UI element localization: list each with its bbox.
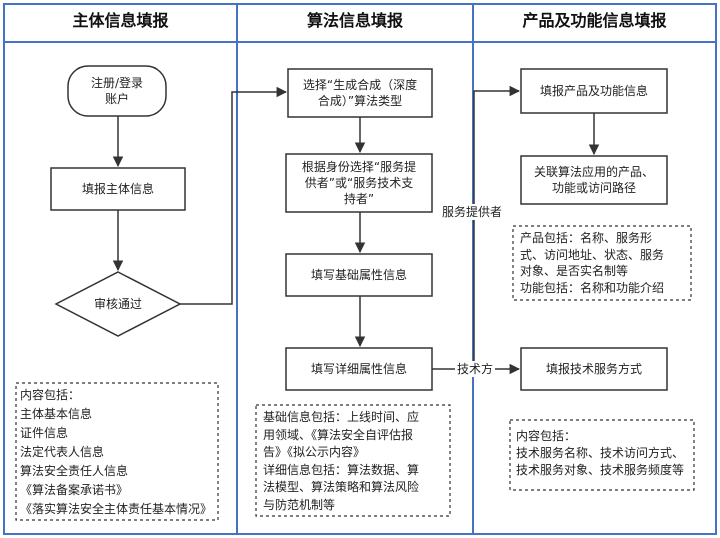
fill-product-node: 填报产品及功能信息: [539, 84, 648, 98]
product-note-line: 式、访问地址、状态、服务: [520, 247, 665, 262]
fill-basic-node: 填写基础属性信息: [310, 268, 407, 282]
link-product-box: [520, 155, 668, 205]
algorithm-note: 基础信息包括：上线时间、应 用领域、《算法安全自评估报 告》《拟公示内容》 详细…: [258, 409, 450, 515]
subject-note-line: 主体基本信息: [20, 407, 93, 421]
link-product-node: 关联算法应用的产品、 功能或访问路径: [533, 165, 654, 195]
lane-title-algorithm: 算法信息填报: [306, 11, 403, 30]
subject-note-line: 内容包括：: [20, 388, 81, 402]
choose-identity-node: 根据身份选择“服务提 供者”或“服务技术支 持者”: [301, 160, 417, 206]
edge-label-tech: 技术方: [455, 361, 496, 377]
lane-title-product: 产品及功能信息填报: [522, 11, 667, 30]
fill-basic-box: [285, 253, 433, 297]
subject-note-line: 法定代表人信息: [20, 445, 105, 459]
choose-type-box: [287, 68, 433, 118]
algorithm-note-line: 与防范机制等: [263, 497, 336, 512]
review-diamond: [54, 271, 182, 337]
fill-detail-node: 填写详细属性信息: [310, 362, 407, 376]
review-node: 审核通过: [93, 297, 142, 311]
algorithm-note-line: 基础信息包括：上线时间、应: [263, 410, 420, 424]
tech-note-line: 技术服务对象、技术服务频度等: [516, 463, 685, 477]
subject-note-line: 《落实算法安全主体责任基本情况》: [20, 502, 213, 516]
fill-tech-node: 填报技术服务方式: [545, 362, 642, 376]
algorithm-note-line: 详细信息包括：算法数据、算: [263, 462, 420, 477]
register-node: 注册/登录 账户: [90, 76, 144, 106]
register-terminator-shape: [67, 65, 167, 117]
tech-note-frame: [509, 419, 695, 491]
subject-note-line: 算法安全责任人信息: [20, 464, 129, 478]
choose-identity-box: [285, 153, 433, 213]
fill-product-box: [520, 68, 668, 114]
choose-type-node: 选择“生成合成（深度 合成）”算法类型: [302, 78, 418, 108]
subject-note-line: 证件信息: [20, 426, 69, 440]
algorithm-note-line: 法模型、算法策略和算法风险: [263, 480, 420, 494]
fill-tech-box: [520, 347, 668, 391]
product-note-line: 产品包括：名称、服务形: [520, 231, 653, 245]
arrow-review-to-choose-type: [180, 86, 288, 305]
product-note: 产品包括：名称、服务形 式、访问地址、状态、服务 对象、是否实名制等 功能包括：…: [515, 230, 691, 300]
product-note-line: 功能包括：名称和功能介绍: [520, 280, 665, 295]
edge-label-provider: 服务提供者: [440, 204, 505, 220]
tech-note-line: 内容包括：: [516, 429, 577, 443]
product-note-line: 对象、是否实名制等: [520, 264, 629, 278]
arrow-detail-to-product: [432, 85, 521, 370]
tech-note-line: 技术服务名称、技术访问方式、: [516, 446, 685, 460]
lane-title-subject: 主体信息填报: [72, 11, 169, 30]
algorithm-note-line: 告》《拟公示内容》: [263, 445, 366, 459]
fill-subject-node: 填报主体信息: [81, 182, 154, 196]
subject-note: 内容包括： 主体基本信息 证件信息 法定代表人信息 算法安全责任人信息 《算法备…: [16, 385, 218, 519]
subject-note-line: 《算法备案承诺书》: [20, 483, 129, 497]
tech-note: 内容包括： 技术服务名称、技术访问方式、 技术服务对象、技术服务频度等: [512, 428, 694, 488]
algorithm-note-line: 用领域、《算法安全自评估报: [263, 427, 414, 442]
subject-note-frame: [15, 382, 219, 521]
algorithm-note-frame: [255, 404, 451, 517]
